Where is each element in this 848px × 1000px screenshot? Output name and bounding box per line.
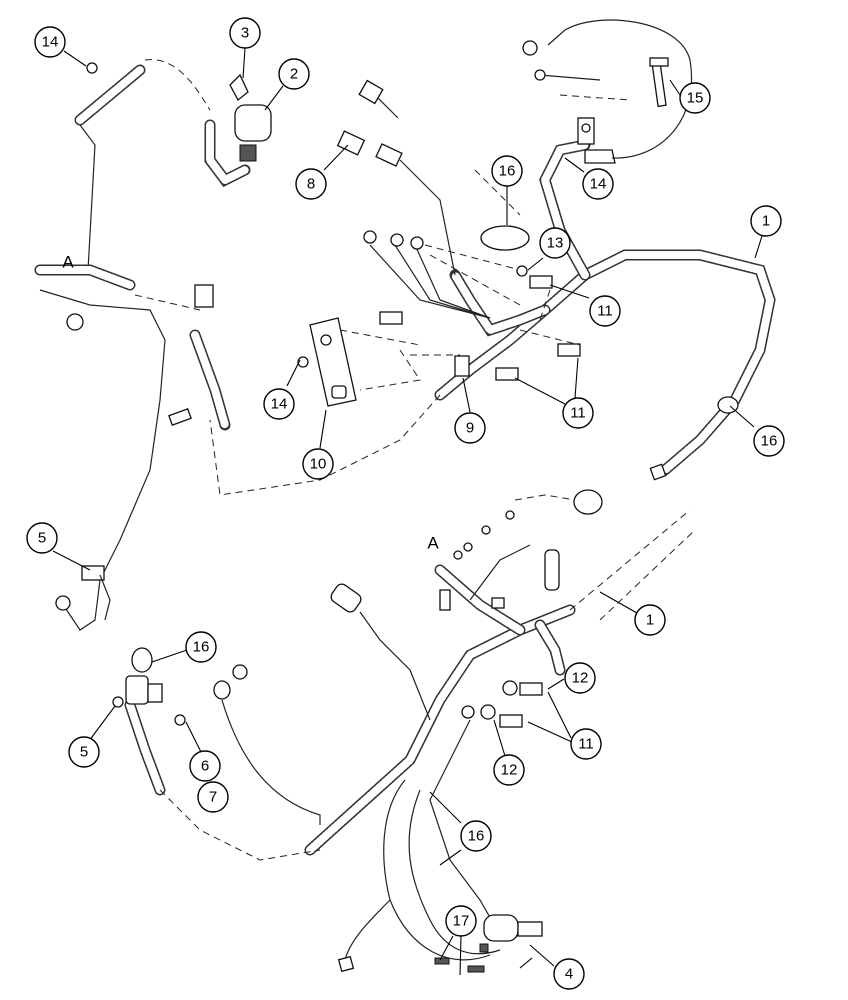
callout-15: 15 [679, 82, 711, 114]
sensor-connector [194, 284, 214, 308]
callout-label: 3 [241, 25, 249, 42]
callout-label: 11 [597, 303, 613, 320]
callout-label: 12 [501, 762, 518, 779]
bolt-11a [529, 275, 553, 289]
cable-tie [480, 225, 530, 251]
callout-label: 17 [453, 913, 470, 930]
battery-terminal [125, 675, 149, 705]
callout-4: 4 [553, 958, 585, 990]
callout-12: 12 [493, 754, 525, 786]
callout-label: 8 [307, 176, 315, 193]
bolt-11c [495, 367, 519, 381]
callout-label: 14 [42, 34, 59, 51]
callout-1: 1 [634, 604, 666, 636]
bolt-11b [557, 343, 581, 357]
reference-marks: A A [62, 253, 439, 553]
callout-13: 13 [539, 227, 571, 259]
callout-label: 15 [687, 90, 704, 107]
left-harness-assembly [34, 59, 272, 631]
callout-label: 12 [572, 670, 589, 687]
callout-9: 9 [454, 412, 486, 444]
callout-label: 9 [466, 420, 474, 437]
callout-label: 2 [290, 66, 298, 83]
callout-label: 5 [38, 530, 46, 547]
harness-clip [454, 355, 470, 377]
leader-lines [52, 47, 763, 976]
callout-1: 1 [750, 205, 782, 237]
callout-label: 1 [762, 213, 770, 230]
callout-5: 5 [68, 736, 100, 768]
callout-14: 14 [34, 26, 66, 58]
callout-label: 16 [499, 163, 516, 180]
callout-label: 11 [570, 405, 586, 422]
upper-harness-assembly [209, 19, 776, 496]
ref-mark-a-lower: A [427, 534, 439, 553]
washer-12b [480, 704, 496, 720]
callout-6: 6 [189, 750, 221, 782]
bolt-10 [379, 311, 403, 325]
fuse-holder [544, 549, 560, 591]
callout-8: 8 [295, 168, 327, 200]
callouts: 14 3 2 8 16 15 14 13 1 11 14 9 11 10 16 … [26, 17, 785, 990]
callout-label: 4 [565, 966, 573, 983]
callout-label: 1 [646, 612, 654, 629]
callout-label: 11 [578, 736, 594, 753]
callout-label: 6 [201, 758, 209, 775]
callout-7: 7 [197, 781, 229, 813]
mount-bracket [229, 73, 249, 101]
pressure-switch [336, 130, 366, 156]
callout-14: 14 [582, 168, 614, 200]
callout-label: 14 [590, 176, 607, 193]
callout-label: 16 [761, 433, 778, 450]
callout-16: 16 [185, 631, 217, 663]
lower-harness-assembly [112, 489, 696, 973]
callout-16: 16 [753, 425, 785, 457]
clip-5-upper [81, 565, 105, 581]
ref-mark-a-upper: A [62, 253, 74, 272]
callout-label: 7 [209, 789, 217, 806]
battery-switch [483, 914, 519, 942]
callout-label: 16 [468, 828, 485, 845]
callout-label: 16 [193, 639, 210, 656]
callout-label: 14 [271, 396, 288, 413]
callout-2: 2 [278, 58, 310, 90]
callout-label: 5 [80, 744, 88, 761]
solenoid [234, 104, 272, 142]
callout-16: 16 [491, 155, 523, 187]
callout-16: 16 [460, 820, 492, 852]
callout-12: 12 [564, 662, 596, 694]
callout-14: 14 [263, 388, 295, 420]
callout-label: 10 [310, 456, 327, 473]
callout-11: 11 [570, 728, 602, 760]
callout-label: 13 [547, 235, 564, 252]
speed-sensor [330, 583, 362, 613]
washer-12a [502, 680, 518, 696]
callout-11: 11 [562, 397, 594, 429]
callout-10: 10 [302, 448, 334, 480]
callout-17: 17 [445, 905, 477, 937]
bolt-15 [651, 60, 667, 108]
callout-3: 3 [229, 17, 261, 49]
callout-5: 5 [26, 522, 58, 554]
callout-11: 11 [589, 295, 621, 327]
